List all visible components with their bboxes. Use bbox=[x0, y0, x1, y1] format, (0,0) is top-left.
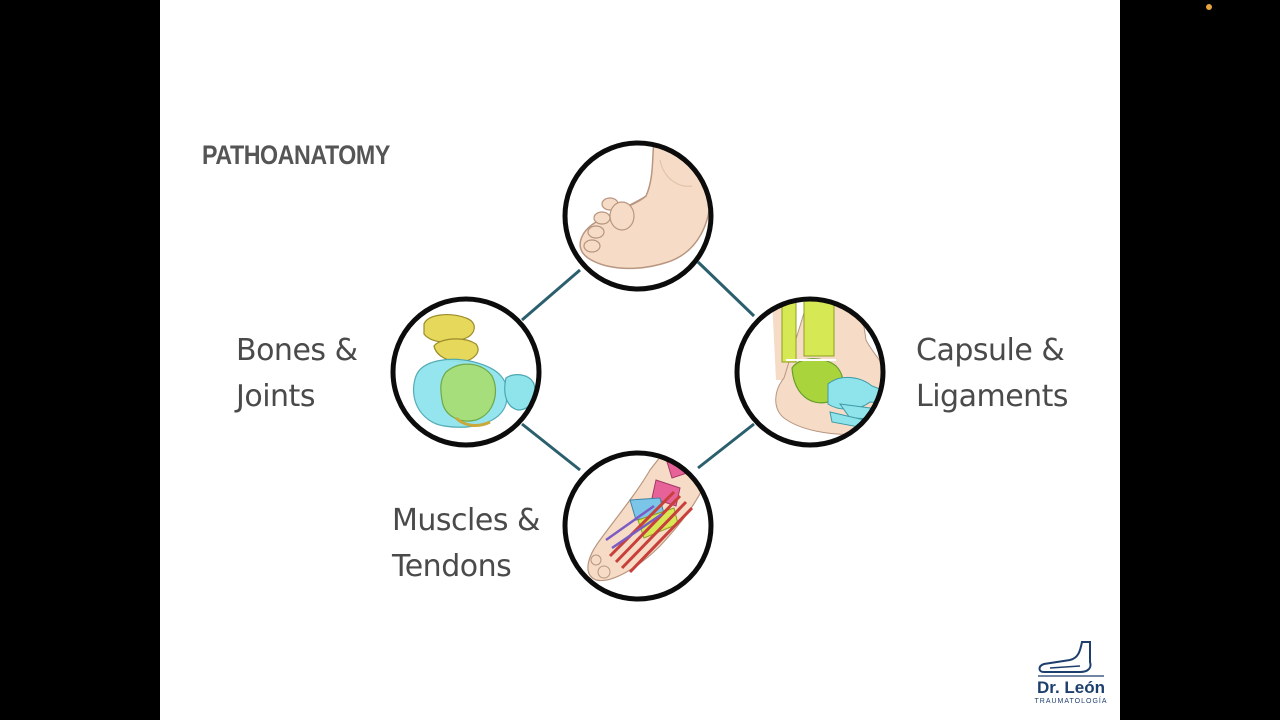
dr-leon-logo: Dr. León TRAUMATOLOGÍA bbox=[1030, 640, 1112, 710]
label-capsule-ligaments-line2: Ligaments bbox=[916, 379, 1069, 414]
logo-subtitle: TRAUMATOLOGÍA bbox=[1034, 698, 1108, 705]
slide-title: PATHOANATOMY bbox=[202, 140, 390, 170]
label-muscles-tendons: Muscles & Tendons bbox=[392, 498, 540, 590]
capsule-ligaments-image bbox=[734, 296, 886, 448]
label-bones-joints-line1: Bones & bbox=[236, 333, 358, 368]
bones-joints-image bbox=[390, 296, 542, 448]
connector-lines bbox=[521, 260, 756, 472]
label-capsule-ligaments: Capsule & Ligaments bbox=[916, 328, 1069, 420]
slide: PATHOANATOMY bbox=[160, 0, 1120, 720]
clubfoot-image bbox=[562, 140, 714, 292]
label-bones-joints-line2: Joints bbox=[236, 379, 315, 414]
foot-logo-icon bbox=[1038, 641, 1104, 677]
logo-name: Dr. León bbox=[1036, 678, 1105, 697]
label-bones-joints: Bones & Joints bbox=[236, 328, 358, 420]
pathoanatomy-diagram bbox=[390, 140, 886, 602]
muscles-tendons-image bbox=[562, 450, 714, 602]
label-muscles-tendons-line1: Muscles & bbox=[392, 503, 540, 538]
recording-indicator bbox=[1206, 4, 1212, 10]
label-muscles-tendons-line2: Tendons bbox=[392, 549, 512, 584]
label-capsule-ligaments-line1: Capsule & bbox=[916, 333, 1065, 368]
